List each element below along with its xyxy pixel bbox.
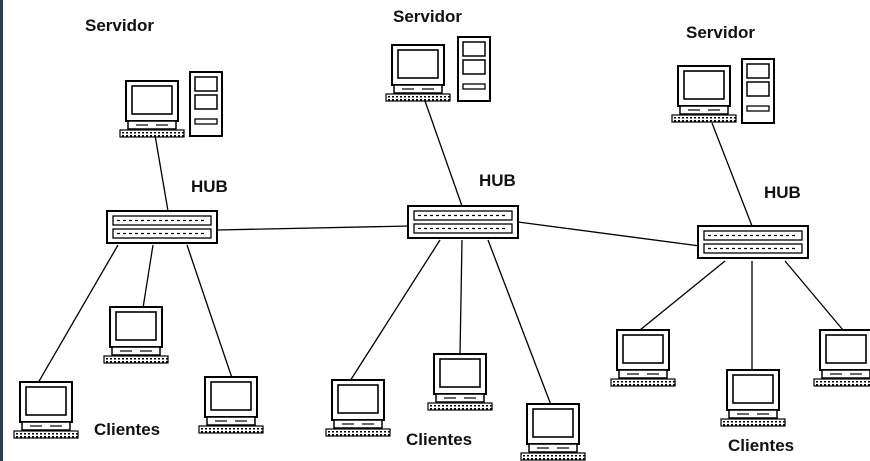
- link-hub3-client-i: [784, 260, 844, 331]
- hub-1: [106, 210, 218, 244]
- server-label-3: Servidor: [686, 23, 755, 42]
- client-h: [720, 369, 786, 427]
- client-b: [103, 306, 169, 364]
- link-hub1-client-b: [142, 244, 154, 309]
- server-label-2: Servidor: [393, 7, 462, 26]
- clients-label-3: Clientes: [728, 436, 794, 455]
- hub-3: [697, 225, 809, 259]
- hub-label-1: HUB: [191, 177, 228, 196]
- link-hub1-hub2: [216, 225, 411, 231]
- hub-2: [407, 205, 519, 239]
- hub-label-2: HUB: [479, 171, 516, 190]
- link-hub2-client-e: [459, 239, 463, 356]
- hub-label-3: HUB: [764, 183, 801, 202]
- clients-label-2: Clientes: [406, 430, 472, 449]
- link-hub1-client-a: [37, 244, 119, 384]
- clients-label-1: Clientes: [94, 420, 160, 439]
- link-hub3-client-g: [639, 260, 726, 331]
- link-hub2-hub3: [517, 221, 701, 247]
- client-i: [813, 329, 870, 387]
- client-g: [610, 329, 676, 387]
- client-e: [427, 353, 493, 411]
- client-d: [325, 379, 391, 437]
- client-a: [13, 381, 79, 439]
- link-hub2-client-d: [349, 239, 441, 382]
- link-server1-hub1: [154, 134, 169, 212]
- client-f: [520, 403, 586, 461]
- server-2: [385, 36, 491, 102]
- connections: [37, 100, 844, 406]
- client-c: [198, 376, 264, 434]
- link-hub1-client-c: [186, 244, 233, 379]
- link-hub2-client-f: [487, 239, 552, 406]
- server-3: [671, 58, 775, 124]
- server-1: [119, 71, 223, 138]
- link-server2-hub2: [424, 100, 463, 207]
- left-edge-bar: [0, 0, 3, 461]
- link-server3-hub3: [711, 122, 753, 227]
- server-label-1: Servidor: [85, 16, 154, 35]
